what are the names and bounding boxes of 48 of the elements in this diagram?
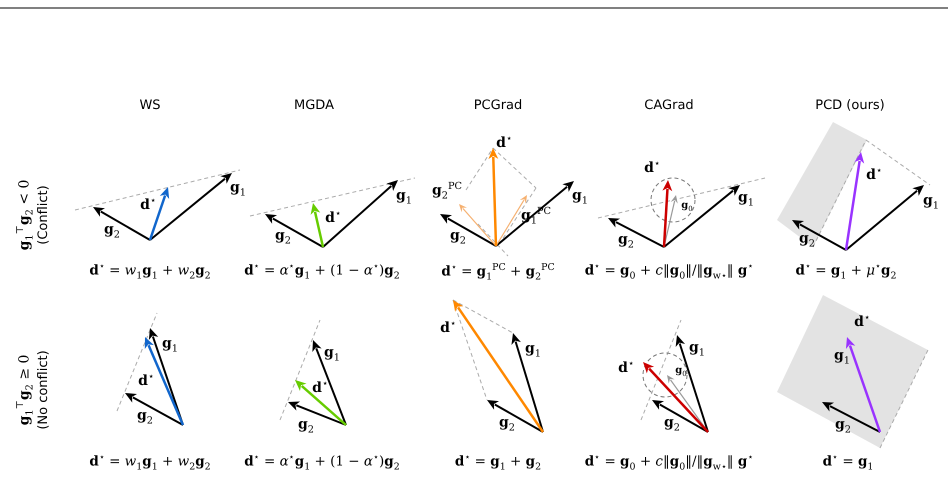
vector-label: d$^{⋆}$ [866,166,882,184]
formula: d$^{⋆}$ = g$_{1}$ + g$_{2}$ [454,453,542,473]
vector-label: d$^{⋆}$ [644,159,660,177]
formula: d$^{⋆}$ = α$^{⋆}$g$_{1}$ + (1 − α$^{⋆}$)g$_{2}$ [244,453,400,473]
vector-label: g$_{1}$ [834,348,850,368]
vector-label: g$_{2}$ [798,232,816,250]
vector-label: g$_{1}$ [524,342,542,360]
vector-label: g$_{1}$ [396,188,412,208]
vector-label: g$_{2}$ [274,228,292,248]
formula: d$^{⋆}$ = g$_{0}$ + c‖g$_{0}$‖/‖g$_{w⋆}$‖ g$^{⋆}$ [584,262,754,282]
row-label: (No conflict) [36,350,52,430]
formula: d$^{⋆}$ = w$_{1}$g$_{1}$ + w$_{2}$g$_{2}$ [89,262,211,282]
vector-label: g$_{2}$ [298,418,314,436]
vector-label: g$_{2}$ [136,408,154,428]
formula: d$^{⋆}$ = g$_{0}$ + c‖g$_{0}$‖/‖g$_{w⋆}$‖ g$^{⋆}$ [584,453,754,473]
vector-label: g$_{1}$ [688,340,706,360]
row-label: (Conflict) [36,185,52,245]
vector-label: g$_{1}$ [572,188,588,208]
vector-label: g$_{0}$ [681,200,693,214]
column-header: MGDA [294,98,334,114]
formula: d$^{⋆}$ = w$_{1}$g$_{1}$ + w$_{2}$g$_{2}$ [89,453,211,473]
vector-label: g$_{1}$ [738,190,754,210]
vector-label: d$^{⋆}$ [440,319,456,337]
vector-label: g$_{2}$ [834,418,852,436]
vector-label: g$_{1}$ [324,346,340,364]
column-header: CAGrad [644,98,694,114]
column-header: WS [139,98,161,114]
formula: d$^{⋆}$ = g$_{1}$ + μ$^{⋆}$g$_{2}$ [796,262,896,282]
formula: d$^{⋆}$ = g$_{1}$ [822,453,874,473]
vector-label: g$_{1}$ [230,180,246,200]
vector-label: d$^{⋆}$ [618,359,634,377]
vector-label: g$_{2}$ [450,228,466,248]
vector-label: g$_{1}$ [162,336,178,356]
vector-label: d$^{⋆}$ [496,134,512,152]
vector-label: d$^{⋆}$ [325,209,341,227]
vector-label: g$_{0}$ [675,365,687,379]
vector-label: d$^{⋆}$ [312,379,328,397]
vector-label: g$_{1}$ [922,194,940,212]
vector-label: g$_{2}$ [618,232,634,252]
vector-label: d$^{⋆}$ [138,372,154,390]
vector-label: d$^{⋆}$ [140,196,156,214]
column-header: PCD (ours) [815,98,885,114]
vector-label: g$_{2}$ [104,222,120,242]
vector-label: d$^{⋆}$ [854,313,870,331]
vector-label: g$_{2}$ [664,416,680,434]
vector-label: g$_{2}$ [498,416,516,434]
formula: d$^{⋆}$ = α$^{⋆}$g$_{1}$ + (1 − α$^{⋆}$)g$_{2}$ [244,262,400,282]
column-header: PCGrad [474,98,522,114]
